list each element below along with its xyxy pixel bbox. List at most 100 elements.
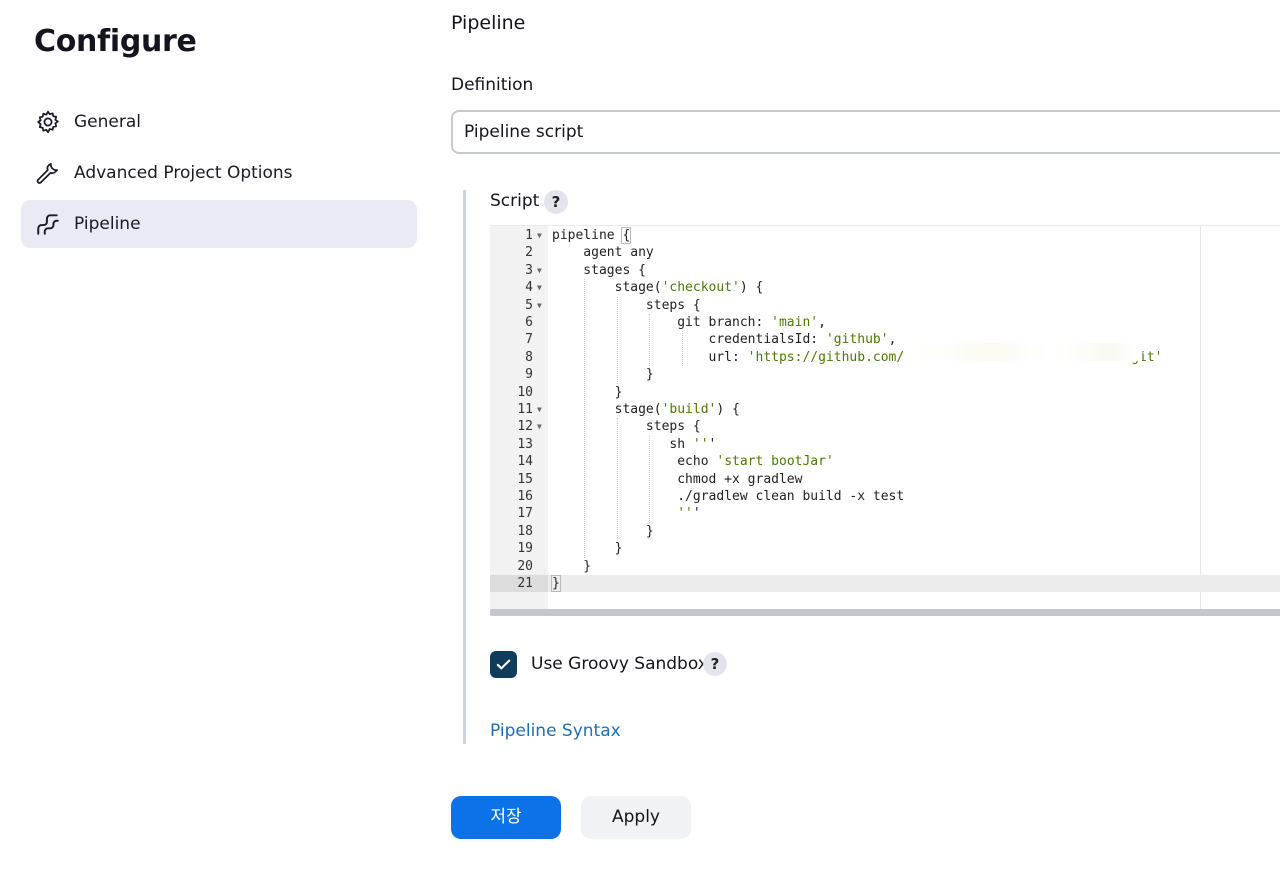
code-text: ./gradlew clean build -x test xyxy=(552,489,905,504)
script-label: Script xyxy=(490,191,540,211)
code-line: 4 ▼ stage('checkout') { xyxy=(490,279,1280,296)
code-line: 6 git branch: 'main', xyxy=(490,314,1280,331)
code-line: 1 ▼ pipeline { xyxy=(490,227,1280,244)
code-line: 21} xyxy=(490,575,1280,592)
page-title: Configure xyxy=(34,24,197,59)
code-text: } xyxy=(551,575,561,592)
line-number: 1 xyxy=(525,228,533,243)
fold-arrow-icon[interactable]: ▼ xyxy=(537,300,542,310)
code-text: stage('build') { xyxy=(552,402,740,417)
fold-arrow-icon[interactable]: ▼ xyxy=(537,265,542,275)
pipeline-syntax-link[interactable]: Pipeline Syntax xyxy=(490,721,621,741)
sidebar-nav: General Advanced Project Options Pipelin… xyxy=(21,98,417,251)
code-line: 19 } xyxy=(490,540,1280,557)
sidebar-item-label: Advanced Project Options xyxy=(74,163,293,183)
code-text: git branch: 'main', xyxy=(552,315,826,330)
definition-select[interactable]: Pipeline script xyxy=(451,110,1280,154)
line-number: 9 xyxy=(525,367,533,383)
code-line: 18 } xyxy=(490,523,1280,540)
code-line: 10 } xyxy=(490,384,1280,401)
code-line: 17 ''' xyxy=(490,505,1280,522)
groovy-sandbox-checkbox[interactable] xyxy=(490,651,517,678)
fold-arrow-icon[interactable]: ▼ xyxy=(537,231,542,240)
code-text: ''' xyxy=(677,506,701,522)
definition-label: Definition xyxy=(451,75,534,95)
code-text: stages { xyxy=(552,262,646,278)
line-number: 16 xyxy=(517,489,533,504)
code-text: steps { xyxy=(552,297,701,313)
code-text: pipeline { xyxy=(552,227,632,244)
section-title: Pipeline xyxy=(451,12,526,34)
code-line: 15 chmod +x gradlew xyxy=(490,471,1280,488)
sidebar-item-label: Pipeline xyxy=(74,214,141,234)
code-line: 5 ▼ steps { xyxy=(490,297,1280,314)
code-line: 3 ▼ stages { xyxy=(490,262,1280,279)
code-line: 8 url: 'https://github.com/ git' xyxy=(490,349,1280,366)
code-text: } xyxy=(552,523,654,539)
line-number: 5 xyxy=(525,297,533,313)
code-text: } xyxy=(552,558,592,574)
apply-button[interactable]: Apply xyxy=(581,796,691,839)
line-number: 4 xyxy=(525,280,533,296)
line-number: 12 xyxy=(517,419,533,435)
code-line: 7 credentialsId: 'github', xyxy=(490,331,1280,348)
indent-guide xyxy=(584,279,586,558)
section-rail xyxy=(463,190,466,744)
wrench-icon xyxy=(34,159,62,187)
fold-arrow-icon[interactable]: ▼ xyxy=(537,405,542,414)
line-number: 10 xyxy=(517,384,533,400)
line-number: 13 xyxy=(517,436,533,452)
line-number: 3 xyxy=(525,262,533,278)
code-text: } xyxy=(552,541,623,557)
code-text: credentialsId: 'github', xyxy=(552,332,897,348)
sidebar-item-pipeline[interactable]: Pipeline xyxy=(21,200,417,248)
checkmark-icon xyxy=(496,659,511,670)
line-number: 15 xyxy=(517,471,533,487)
line-number: 19 xyxy=(517,541,533,557)
fold-arrow-icon[interactable]: ▼ xyxy=(537,283,542,293)
print-margin xyxy=(1200,226,1201,609)
line-number: 21 xyxy=(517,576,533,591)
line-number: 20 xyxy=(517,558,533,574)
line-number: 11 xyxy=(517,402,533,417)
code-line: 11 ▼ stage('build') { xyxy=(490,401,1280,418)
editor-horizontal-scrollbar[interactable] xyxy=(490,609,1280,616)
code-line: 12 ▼ steps { xyxy=(490,418,1280,435)
code-line: 13 sh ''' xyxy=(490,436,1280,453)
indent-guide xyxy=(649,435,651,523)
sandbox-help-icon[interactable]: ? xyxy=(703,652,727,676)
line-number: 6 xyxy=(525,315,533,330)
active-line-gutter xyxy=(490,575,548,593)
gear-icon xyxy=(34,108,62,136)
code-text: agent any xyxy=(552,245,654,261)
code-text: } xyxy=(552,367,654,383)
indent-guide xyxy=(616,418,618,541)
pipeline-icon xyxy=(34,210,62,238)
code-text: steps { xyxy=(552,419,701,435)
code-line: 14 echo 'start bootJar' xyxy=(490,453,1280,470)
sidebar-item-advanced-project-options[interactable]: Advanced Project Options xyxy=(21,149,417,197)
indent-guide xyxy=(616,296,618,384)
editor-gutter xyxy=(490,226,548,609)
save-button[interactable]: 저장 xyxy=(451,796,561,839)
line-number: 17 xyxy=(517,506,533,522)
line-number: 2 xyxy=(525,245,533,261)
code-line: 9 } xyxy=(490,366,1280,383)
sidebar-item-label: General xyxy=(74,112,141,132)
redacted-region xyxy=(913,343,1142,361)
code-text: chmod +x gradlew xyxy=(552,471,803,487)
code-text: stage('checkout') { xyxy=(552,280,764,296)
active-line-highlight xyxy=(490,575,1280,593)
code-text: url: 'https://github.com/ git' xyxy=(552,349,1163,365)
sidebar-item-general[interactable]: General xyxy=(21,98,417,146)
code-line: 20 } xyxy=(490,558,1280,575)
script-help-icon[interactable]: ? xyxy=(544,190,568,214)
indent-guide xyxy=(681,331,683,367)
code-text: sh ''' xyxy=(552,436,717,452)
indent-guide xyxy=(649,314,651,367)
groovy-sandbox-label: Use Groovy Sandbox xyxy=(531,654,708,674)
code-line: 2 agent any xyxy=(490,244,1280,261)
fold-arrow-icon[interactable]: ▼ xyxy=(537,422,542,432)
line-number: 7 xyxy=(525,332,533,348)
